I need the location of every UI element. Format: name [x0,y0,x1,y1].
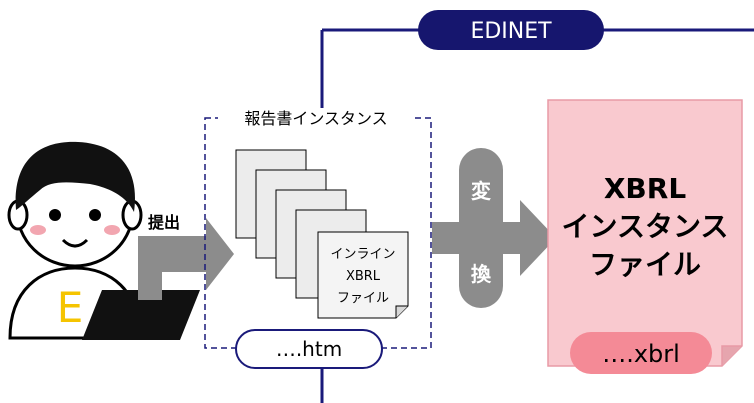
report-instance-title: 報告書インスタンス [244,109,387,128]
xbrl-title-line: インスタンス [562,210,729,243]
conversion-arrow: 変 換 [432,148,556,308]
submit-label: 提出 [148,213,180,232]
htm-extension-text: ….htm [276,337,342,361]
conversion-char: 変 [471,179,491,203]
edinet-label: EDINET [418,10,604,50]
badge-letter: E [57,283,84,332]
inline-xbrl-document: インライン XBRL ファイル [317,231,409,319]
submit-arrow [138,218,234,300]
xbrl-instance-document: XBRL インスタンス ファイル [547,99,743,367]
conversion-char: 換 [471,262,492,286]
htm-extension-pill: ….htm [235,329,383,369]
edinet-label-text: EDINET [470,19,552,44]
xbrl-extension-text: ….xbrl [602,340,680,368]
xbrl-title-line: ファイル [589,248,701,281]
inline-file-line: XBRL [346,269,381,284]
xbrl-extension-pill: ….xbrl [570,332,712,374]
xbrl-title-line: XBRL [604,172,686,205]
inline-file-line: ファイル [337,291,389,306]
laptop-icon [82,290,200,340]
inline-file-line: インライン [330,247,395,262]
